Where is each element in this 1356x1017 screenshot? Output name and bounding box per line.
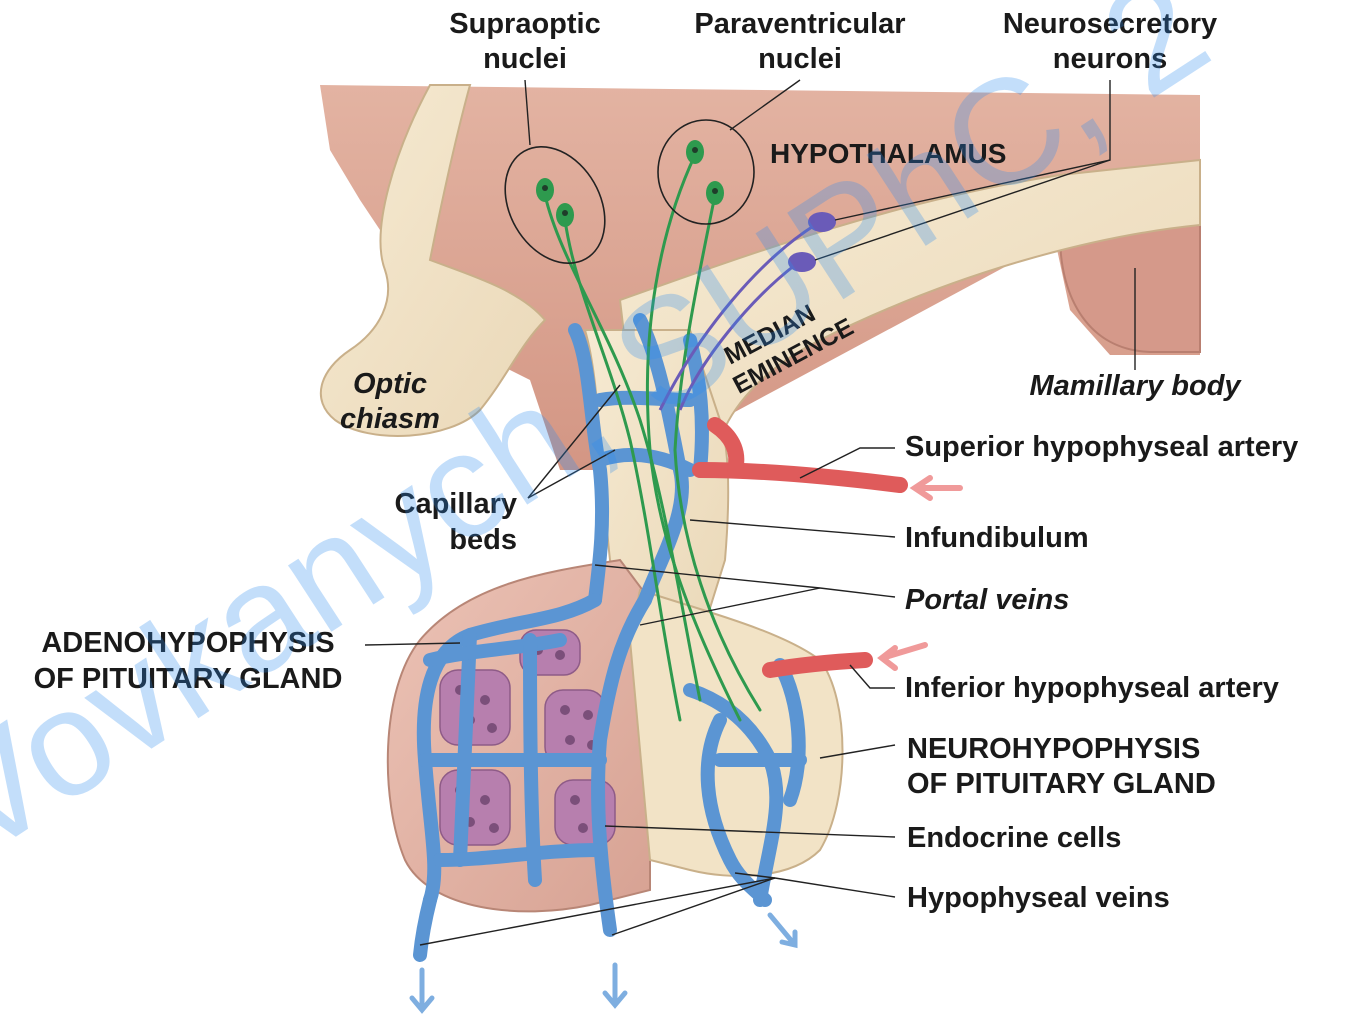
paraventricular-label-line1: Paraventricular <box>694 8 905 40</box>
optic-label-line1: Optic <box>353 368 427 400</box>
neuro-label-line2: OF PITUITARY GLAND <box>907 768 1216 800</box>
supraoptic-label-line1: Supraoptic <box>449 8 600 40</box>
superior-artery-arrow <box>915 478 960 498</box>
superior-artery-label: Superior hypophyseal artery <box>905 431 1298 463</box>
hypophyseal-veins-label: Hypophyseal veins <box>907 882 1170 914</box>
supraoptic-label-line2: nuclei <box>483 43 567 75</box>
superior-artery <box>700 425 900 485</box>
endocrine-label: Endocrine cells <box>907 822 1121 854</box>
inferior-artery-label: Inferior hypophyseal artery <box>905 672 1279 704</box>
neurohypophysis-shape <box>630 590 843 876</box>
paraventricular-label-line2: nuclei <box>758 43 842 75</box>
portal-veins-label: Portal veins <box>905 584 1069 616</box>
infundibulum-label: Infundibulum <box>905 522 1089 554</box>
mamillary-label: Mamillary body <box>1029 370 1242 402</box>
neuro-label-line1: NEUROHYPOPHYSIS <box>907 733 1200 765</box>
inferior-artery-arrow <box>882 645 925 668</box>
